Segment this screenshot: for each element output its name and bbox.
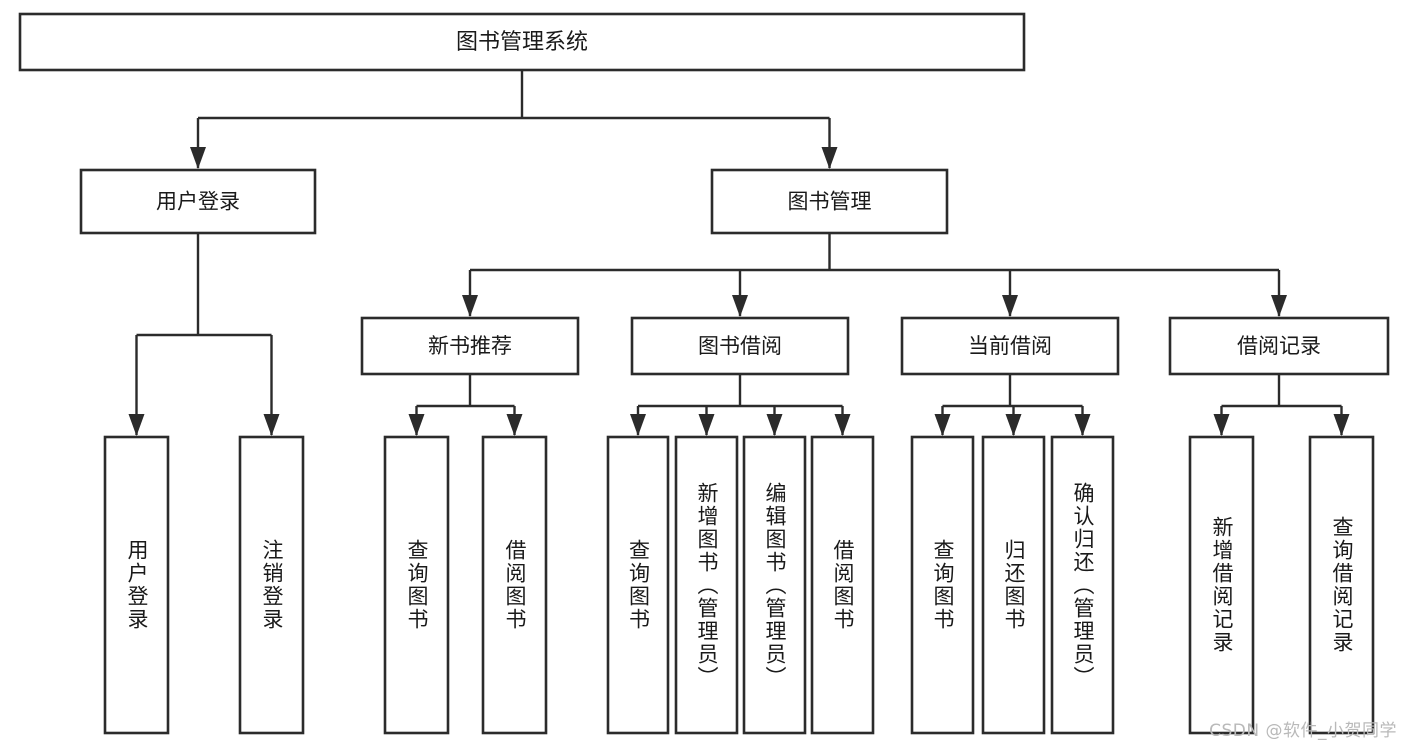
arrow-head-icon [1213, 414, 1230, 436]
arrow-head-icon [732, 295, 748, 317]
node-box-leaf-query-book-borrow [606, 435, 670, 735]
node-label-borrow-record: 借阅记录 [1237, 334, 1321, 358]
arrow-head-icon [1333, 414, 1350, 436]
node-box-borrow-record [1168, 316, 1390, 376]
node-box-leaf-return-book [981, 435, 1046, 735]
node-box-book-manage [710, 168, 949, 235]
arrow-head-icon [263, 414, 280, 436]
node-box-root [18, 12, 1026, 72]
node-box-leaf-user-login [103, 435, 170, 735]
arrow-head-icon [766, 414, 783, 436]
arrow-head-icon [462, 295, 478, 317]
arrow-head-icon [821, 147, 838, 169]
node-box-leaf-user-logout [238, 435, 305, 735]
arrow-head-icon [128, 414, 145, 436]
node-box-leaf-query-book-rec [383, 435, 450, 735]
arrow-head-icon [1005, 414, 1022, 436]
connectors-layer [128, 70, 1350, 436]
arrow-head-icon [1271, 295, 1287, 317]
node-label-new-book-rec: 新书推荐 [428, 334, 512, 358]
node-box-leaf-query-book-cur [910, 435, 975, 735]
node-box-leaf-query-record [1308, 435, 1375, 735]
arrow-head-icon [506, 414, 523, 436]
arrow-head-icon [1074, 414, 1091, 436]
node-boxes-layer [18, 12, 1390, 735]
arrow-head-icon [408, 414, 425, 436]
node-box-leaf-confirm-return [1050, 435, 1115, 735]
node-box-current-borrow [900, 316, 1120, 376]
node-box-new-book-rec [360, 316, 580, 376]
arrow-head-icon [1002, 295, 1018, 317]
arrow-head-icon [190, 147, 206, 169]
node-label-current-borrow: 当前借阅 [968, 334, 1052, 358]
arrow-head-icon [630, 414, 646, 436]
node-box-leaf-borrow-book [810, 435, 875, 735]
node-label-book-manage: 图书管理 [788, 190, 872, 214]
node-box-user-login [79, 168, 317, 235]
node-box-leaf-add-book [674, 435, 739, 735]
watermark-text: CSDN @软件_小贺同学 [1209, 721, 1397, 741]
arrow-head-icon [934, 414, 951, 436]
node-box-leaf-borrow-book-rec [481, 435, 548, 735]
node-box-book-borrow [630, 316, 850, 376]
node-box-leaf-edit-book [742, 435, 807, 735]
node-label-book-borrow: 图书借阅 [698, 334, 782, 358]
arrow-head-icon [834, 414, 851, 436]
arrow-head-icon [698, 414, 715, 436]
node-label-root: 图书管理系统 [456, 30, 588, 55]
node-box-leaf-add-record [1188, 435, 1255, 735]
node-label-user-login: 用户登录 [156, 190, 240, 214]
